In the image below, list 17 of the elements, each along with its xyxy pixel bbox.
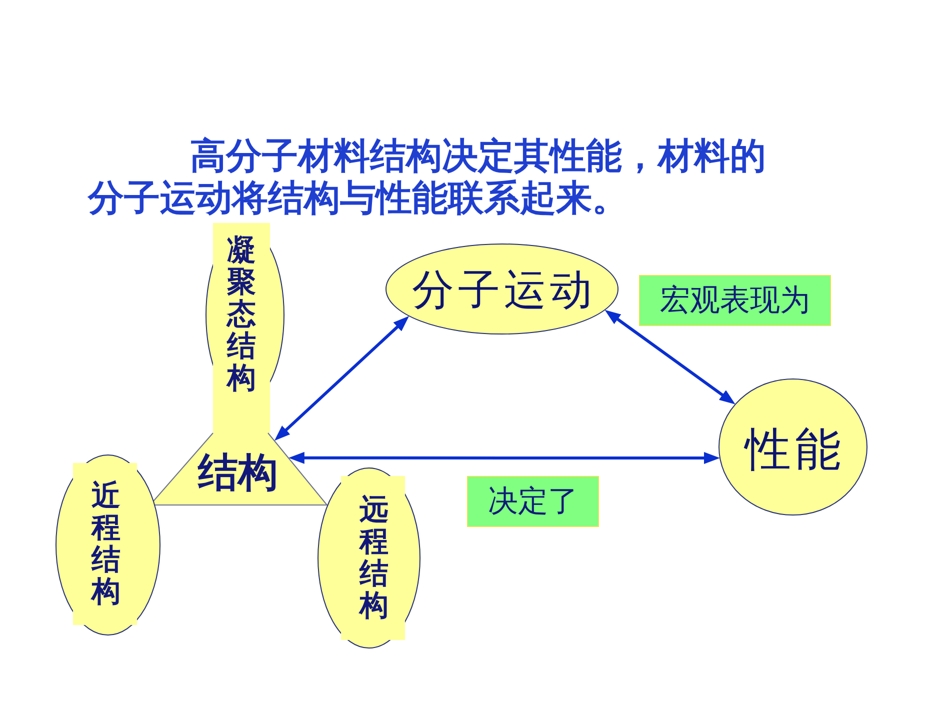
ellipse-node — [318, 468, 420, 648]
node-label: 远程结构 — [358, 494, 390, 622]
node-label: 分子运动 — [412, 269, 596, 311]
ellipse-node — [386, 244, 618, 334]
ellipse-node — [56, 455, 160, 635]
node-label: 近程结构 — [90, 480, 122, 608]
edge-label: 宏观表现为 — [639, 275, 831, 326]
node-label: 结构 — [198, 453, 278, 493]
ellipse-node — [719, 379, 867, 515]
node-label: 凝聚态结构 — [226, 234, 257, 394]
double-arrow — [604, 310, 736, 404]
double-arrow — [288, 452, 720, 464]
ellipse-node — [206, 223, 284, 433]
node-label: 性能 — [745, 426, 845, 472]
double-arrow — [274, 316, 410, 441]
title: 高分子材料结构决定其性能，材料的分子运动将结构与性能联系起来。 — [88, 136, 767, 220]
edge-label: 决定了 — [467, 476, 599, 527]
